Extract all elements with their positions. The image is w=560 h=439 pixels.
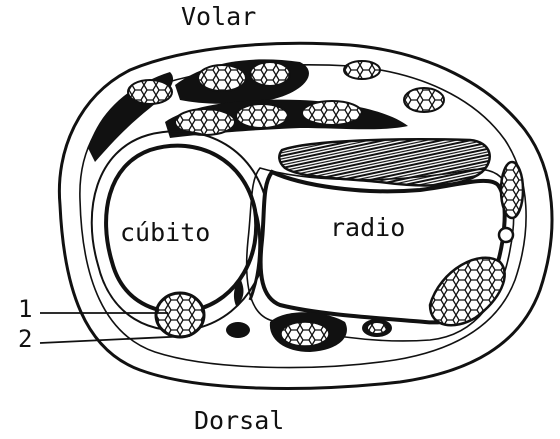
volar-label: Volar <box>181 4 256 29</box>
tendon-bundle-e <box>302 101 362 125</box>
tendon-small-right <box>344 61 380 79</box>
dorsal-tendon-1 <box>156 293 204 337</box>
dorsal-tendon-3-core <box>368 323 386 333</box>
tendon-small-far-right <box>404 88 444 112</box>
lateral-tendon-upper <box>501 162 523 218</box>
marker-2-leader <box>40 336 190 343</box>
dorsal-extensor-bundle <box>281 322 329 346</box>
dorsal-label: Dorsal <box>194 408 284 433</box>
radius-label: radio <box>330 215 405 240</box>
tendon-bundle-a <box>198 65 246 91</box>
lateral-tendon-small <box>499 228 513 242</box>
dorsal-tendon-2 <box>226 322 250 338</box>
flexor-tendon-bundle <box>128 80 172 104</box>
tendon-bundle-b <box>250 62 290 86</box>
marker-1-label: 1 <box>18 297 32 321</box>
ulna-label: cúbito <box>120 220 210 245</box>
tendon-bundle-d <box>236 104 288 128</box>
marker-2-label: 2 <box>18 327 32 351</box>
